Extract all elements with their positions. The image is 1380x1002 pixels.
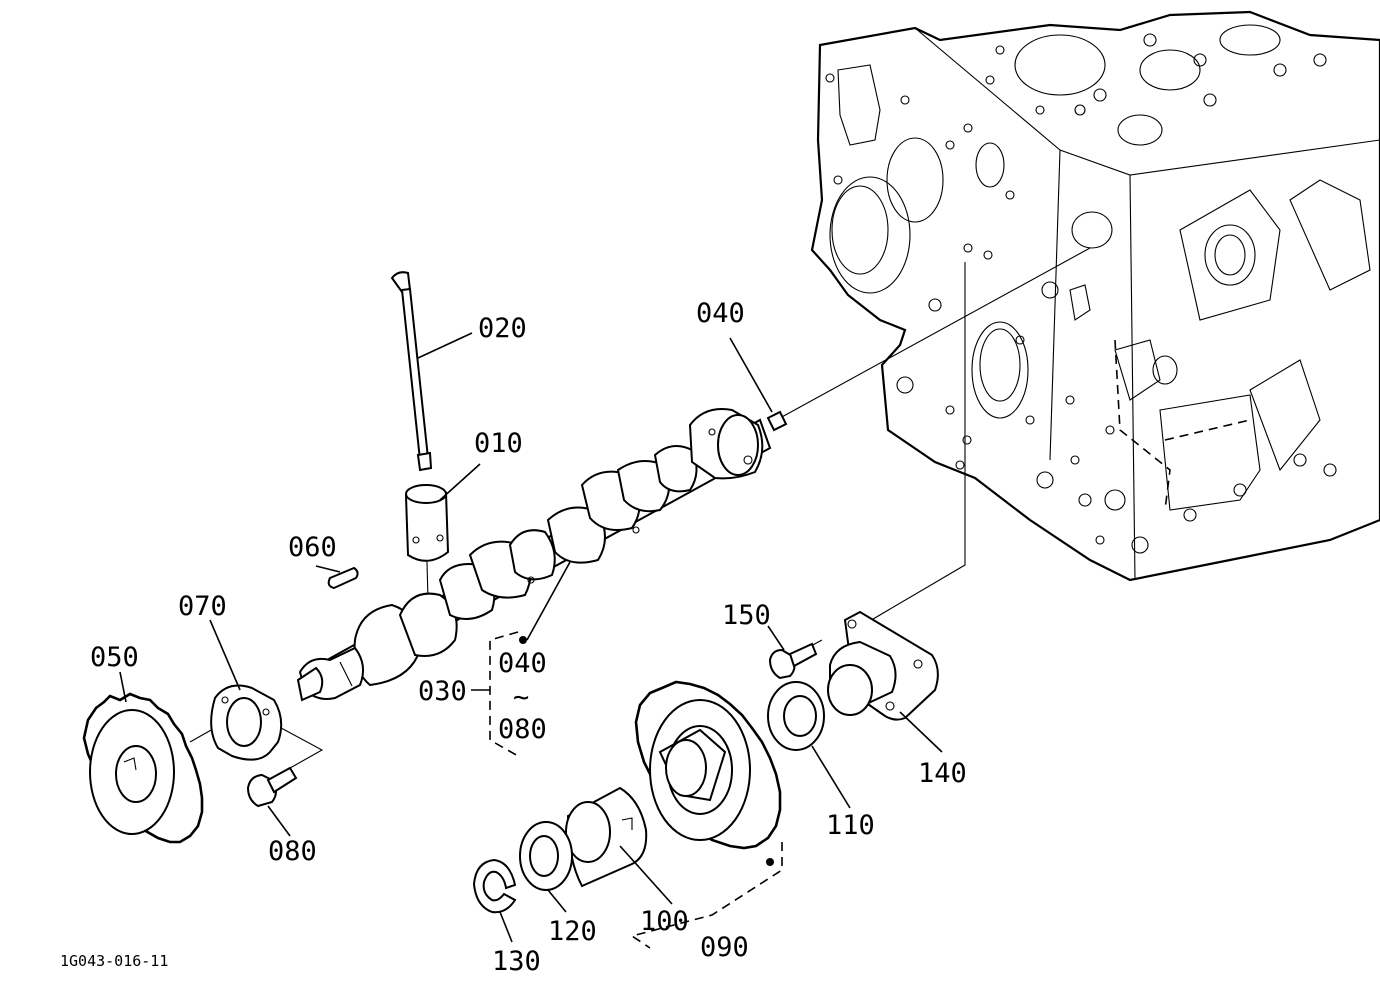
engine-block	[810, 10, 1380, 582]
label-150: 150	[722, 600, 771, 631]
label-050: 050	[90, 642, 139, 673]
label-070: 070	[178, 591, 227, 622]
label-110: 110	[826, 810, 875, 841]
plug-040	[766, 410, 788, 432]
label-080-lower: 080	[268, 836, 317, 867]
bolt-080	[246, 766, 298, 808]
label-020: 020	[478, 313, 527, 344]
drawing-code: 1G043-016-11	[60, 952, 168, 970]
collar-110	[767, 681, 825, 751]
range-tilde: ~	[513, 682, 529, 713]
label-040-upper: 040	[696, 298, 745, 329]
label-060: 060	[288, 532, 337, 563]
thrust-plate-070	[210, 684, 283, 761]
idler-shaft-140	[827, 610, 939, 721]
bolt-150	[768, 642, 818, 680]
label-130: 130	[492, 946, 541, 977]
label-040-range-start: 040	[498, 648, 547, 679]
label-080-range-end: 080	[498, 714, 547, 745]
tappet-010	[404, 484, 450, 601]
label-090: 090	[700, 932, 749, 963]
label-140: 140	[918, 758, 967, 789]
label-120: 120	[548, 916, 597, 947]
label-100: 100	[640, 906, 689, 937]
camshaft-030	[296, 408, 772, 702]
circlip-130	[472, 858, 517, 914]
bushing-100	[565, 786, 648, 888]
cam-gear-050	[82, 692, 204, 844]
key-060	[327, 566, 359, 590]
push-rod-020	[390, 271, 433, 472]
label-030: 030	[418, 676, 467, 707]
label-010: 010	[474, 428, 523, 459]
idler-gear-090	[634, 680, 782, 866]
thrust-washer-120	[519, 821, 573, 891]
